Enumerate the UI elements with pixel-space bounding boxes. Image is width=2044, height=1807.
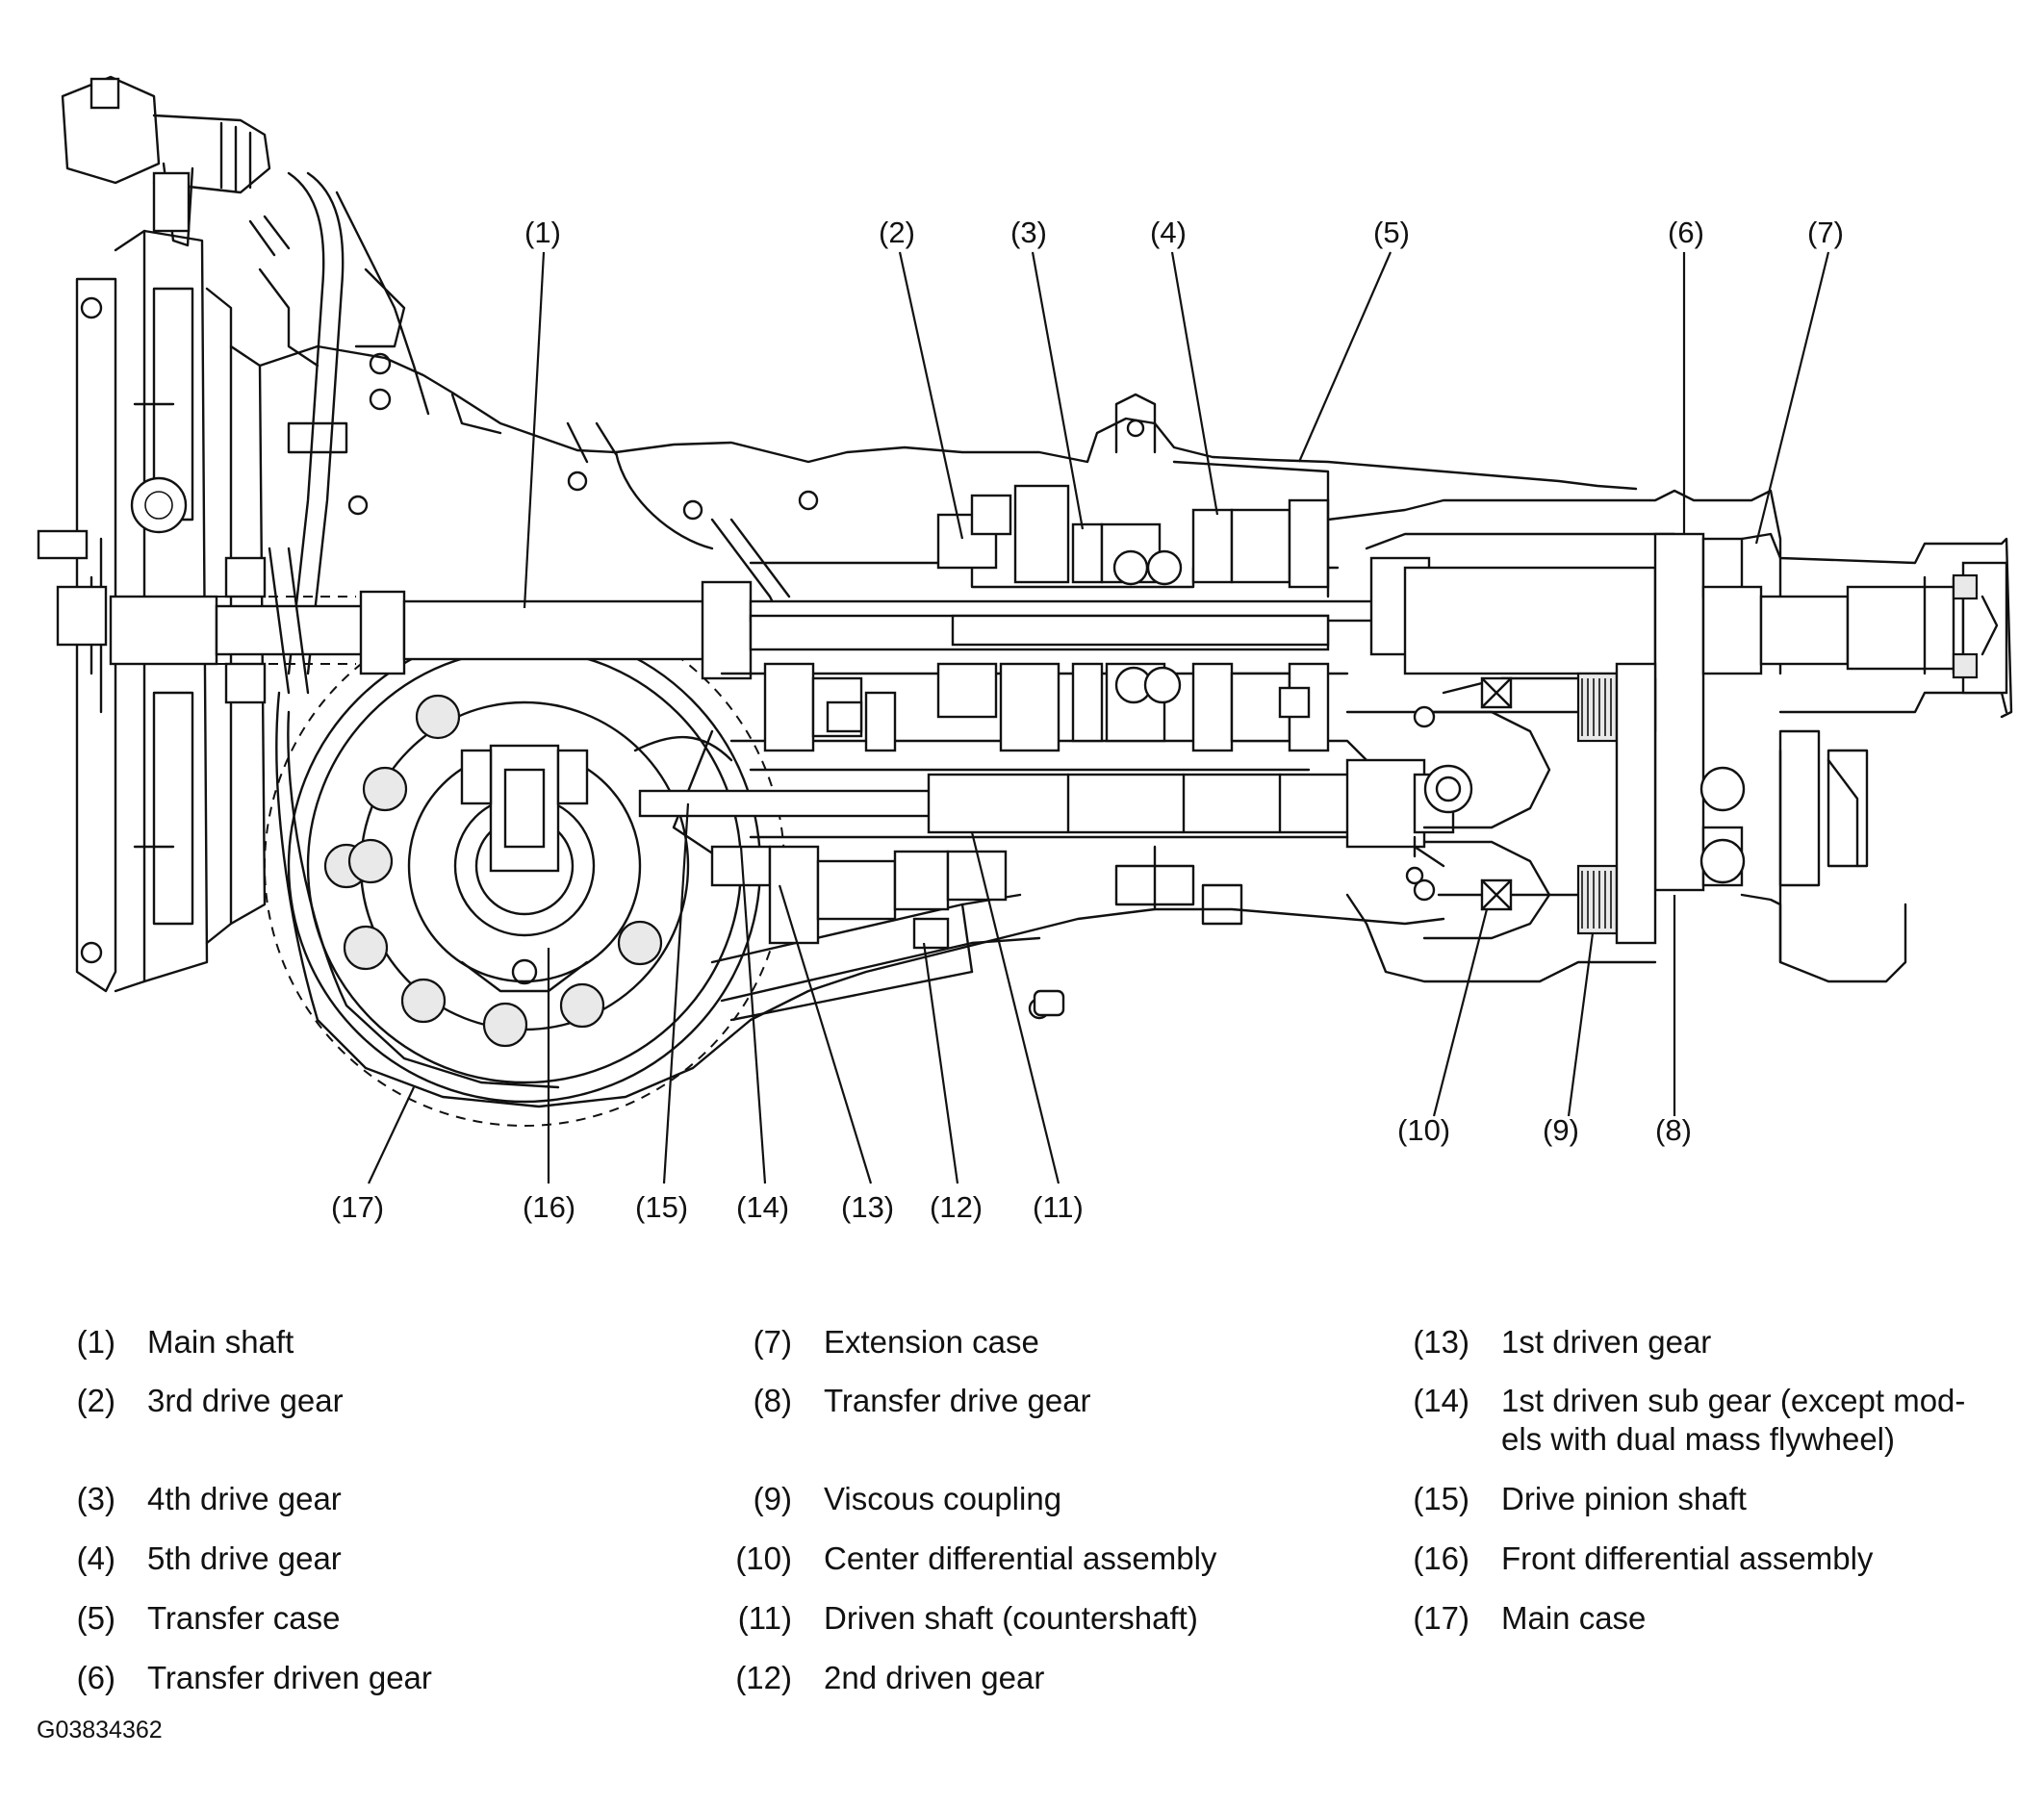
callout-3: (3) — [1010, 216, 1047, 249]
callout-6: (6) — [1668, 216, 1704, 249]
legend-number: (11) — [737, 1600, 792, 1636]
legend-text: 3rd drive gear — [147, 1383, 344, 1418]
legend-text: Viscous coupling — [824, 1481, 1062, 1516]
legend-text: 4th drive gear — [147, 1481, 342, 1516]
legend-text: 1st driven gear — [1501, 1324, 1712, 1360]
callout-13: (13) — [841, 1190, 894, 1224]
legend-text: Transfer drive gear — [824, 1383, 1091, 1418]
legend-number: (3) — [76, 1481, 115, 1516]
legend-number: (10) — [735, 1540, 792, 1576]
driven-shaft-drawing — [638, 758, 1455, 950]
legend-text: 5th drive gear — [147, 1540, 342, 1576]
callout-8: (8) — [1655, 1113, 1692, 1147]
main-case-outline — [258, 344, 1638, 1108]
legend-number: (16) — [1413, 1540, 1469, 1576]
front-differential-drawing — [264, 605, 785, 1127]
legend-text: Main case — [1501, 1600, 1647, 1636]
callout-15: (15) — [635, 1190, 688, 1224]
legend-text: Front differential assembly — [1501, 1540, 1874, 1576]
legend-number: (12) — [735, 1660, 792, 1695]
legend-number: (5) — [76, 1600, 115, 1636]
transfer-case-drawing — [1326, 489, 1782, 983]
legend-number: (6) — [76, 1660, 115, 1695]
callout-11: (11) — [1033, 1190, 1084, 1224]
callout-5: (5) — [1373, 216, 1410, 249]
transmission-cross-section-drawing: (1) (2) (3) (4) (5) (6) (7) (8) (9) (10)… — [37, 75, 2013, 1224]
callout-7: (7) — [1807, 216, 1844, 249]
callout-12: (12) — [930, 1190, 983, 1224]
legend-number: (9) — [753, 1481, 792, 1516]
release-fork-assembly — [61, 75, 430, 675]
legend-number: (2) — [76, 1383, 115, 1418]
legend-text: Drive pinion shaft — [1501, 1481, 1747, 1516]
bell-housing — [37, 229, 267, 993]
callout-labels: (1) (2) (3) (4) (5) (6) (7) (8) (9) (10)… — [331, 216, 1844, 1224]
callout-10: (10) — [1397, 1113, 1450, 1147]
legend-text: Extension case — [824, 1324, 1039, 1360]
legend-text: Driven shaft (countershaft) — [824, 1600, 1198, 1636]
legend-number: (15) — [1413, 1481, 1469, 1516]
extension-case-drawing — [1699, 532, 2013, 983]
callout-2: (2) — [879, 216, 915, 249]
legend-text: Transfer case — [147, 1600, 341, 1636]
callout-1: (1) — [524, 216, 561, 249]
legend-number: (13) — [1413, 1324, 1469, 1360]
leader-lines — [368, 251, 1830, 1184]
legend-text: Center differential assembly — [824, 1540, 1217, 1576]
legend-number: (17) — [1413, 1600, 1469, 1636]
legend-text: els with dual mass flywheel) — [1501, 1421, 1895, 1457]
legend-text: Main shaft — [147, 1324, 294, 1360]
gear-housing-upper — [749, 460, 1340, 772]
legend-number: (1) — [76, 1324, 115, 1360]
callout-17: (17) — [331, 1190, 384, 1224]
callout-9: (9) — [1543, 1113, 1579, 1147]
legend-number: (14) — [1413, 1383, 1469, 1418]
legend-number: (7) — [753, 1324, 792, 1360]
image-code: G03834362 — [37, 1717, 163, 1743]
legend-text: Transfer driven gear — [147, 1660, 432, 1695]
gear-housing-lower — [720, 662, 1368, 762]
legend-number: (4) — [76, 1540, 115, 1576]
callout-16: (16) — [523, 1190, 575, 1224]
legend-text: 1st driven sub gear (except mod- — [1501, 1383, 1966, 1418]
legend-text: 2nd driven gear — [824, 1660, 1045, 1695]
legend-number: (8) — [753, 1383, 792, 1418]
callout-4: (4) — [1150, 216, 1187, 249]
callout-14: (14) — [736, 1190, 789, 1224]
